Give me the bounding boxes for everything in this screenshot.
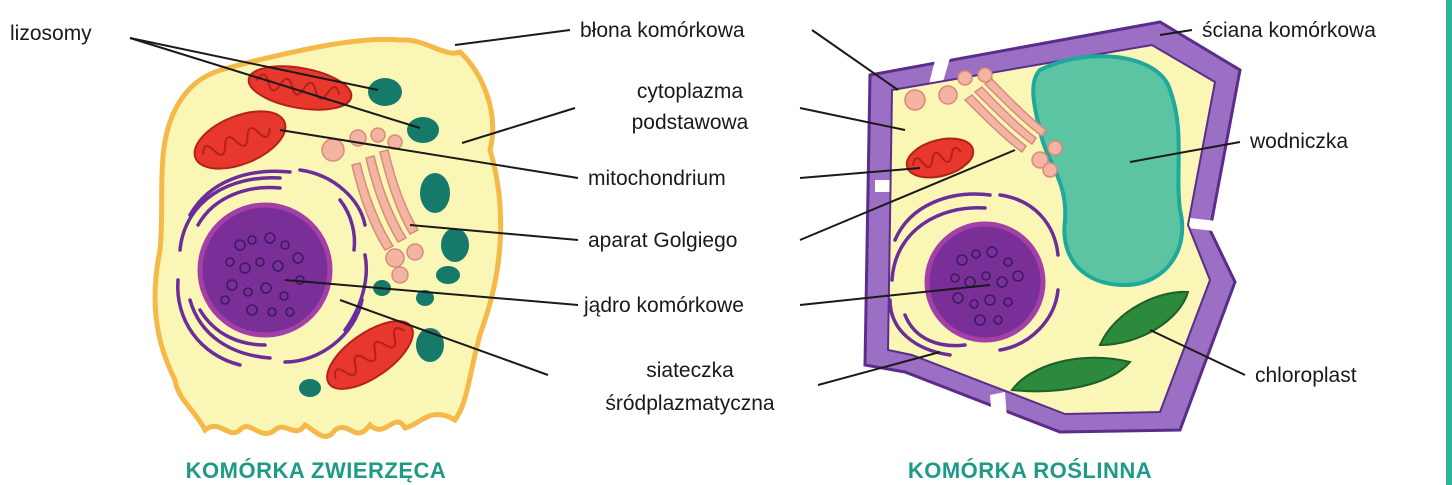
label-cell-membrane: błona komórkowa [580,19,745,42]
label-er-line2: śródplazmatyczna [605,392,775,415]
label-cell-wall: ściana komórkowa [1202,19,1376,42]
label-cytoplasm-line1: cytoplazma [637,80,744,103]
caption-plant-cell: KOMÓRKA ROŚLINNA [908,458,1152,483]
label-golgi: aparat Golgiego [588,229,737,252]
plant-cell [865,22,1240,432]
edge-accent-bar [1446,0,1452,485]
label-chloroplast: chloroplast [1255,364,1357,387]
label-vacuole: wodniczka [1249,130,1348,153]
captions: KOMÓRKA ZWIERZĘCA KOMÓRKA ROŚLINNA [186,458,1152,483]
label-nucleus: jądro komórkowe [583,294,744,317]
caption-animal-cell: KOMÓRKA ZWIERZĘCA [186,458,447,483]
label-cytoplasm-line2: podstawowa [632,111,749,134]
label-er-line1: siateczka [646,359,734,382]
label-mitochondrion: mitochondrium [588,167,726,190]
label-lysosomes: lizosomy [10,22,92,45]
plant-nucleus [927,224,1043,340]
animal-nucleus [200,205,330,335]
